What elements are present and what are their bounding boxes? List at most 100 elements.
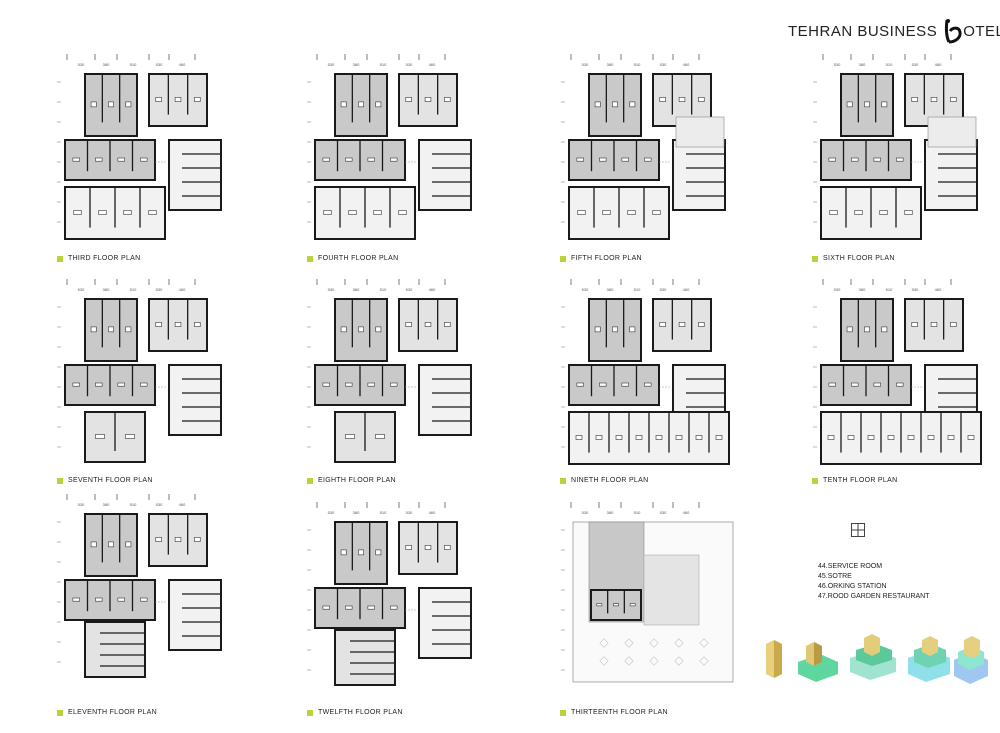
guest-rooms-north-west: [334, 521, 388, 585]
floor-plan-label-text: FIFTH FLOOR PLAN: [571, 255, 642, 262]
guest-rooms-north-west: [840, 73, 894, 137]
garden-table: [674, 638, 684, 648]
dimension-label: 460: [179, 502, 186, 507]
garden-table: [624, 638, 634, 648]
massing-model-4: [908, 636, 950, 682]
legend-item: 45.SOTRE: [818, 573, 852, 580]
guest-rooms-east-stack: [672, 139, 726, 211]
dimension-label: 530: [406, 287, 413, 292]
dimension-label: 530: [156, 502, 163, 507]
floor-plan-label: TWELFTH FLOOR PLAN: [307, 709, 403, 716]
room-legend: 44.SERVICE ROOM 45.SOTRE 46.ORKING STATI…: [818, 562, 930, 602]
label-marker-icon: [560, 477, 566, 484]
garden-table: [674, 656, 684, 666]
dimension-label: 510: [634, 510, 641, 515]
dimension-label: 510: [886, 62, 893, 67]
floor-plan-label-text: EIGHTH FLOOR PLAN: [318, 477, 396, 484]
garden-table: [599, 638, 609, 648]
garden-table: [649, 656, 659, 666]
title-text: TEHRAN BUSINESS: [788, 22, 938, 40]
massing-model-2: [798, 642, 838, 682]
dimension-label: 460: [935, 287, 942, 292]
dimension-label: 510: [380, 62, 387, 67]
legend-item: 47.ROOD GARDEN RESTAURANT: [818, 593, 930, 600]
dimension-label: 530: [156, 287, 163, 292]
guest-rooms-south-stack: [334, 629, 396, 686]
guest-rooms-north-west: [588, 298, 642, 362]
dimension-label: 380: [103, 62, 110, 67]
guest-rooms-east-stack: [418, 364, 472, 436]
dimension-label: 460: [935, 62, 942, 67]
title-text-end: OTEL: [963, 22, 1000, 40]
guest-rooms-north-west: [334, 73, 388, 137]
dimension-label: 530: [834, 287, 841, 292]
dimension-label: 530: [328, 287, 335, 292]
floor-plan-label: THIRTEENTH FLOOR PLAN: [560, 709, 668, 716]
dimension-label: 530: [912, 62, 919, 67]
dimension-label: 380: [859, 62, 866, 67]
service-core: [64, 139, 156, 181]
dimension-label: 460: [429, 510, 436, 515]
floor-plan-label-text: ELEVENTH FLOOR PLAN: [68, 709, 157, 716]
guest-rooms-south-full: [568, 411, 730, 465]
label-marker-icon: [560, 255, 566, 262]
guest-rooms-south: [314, 186, 416, 240]
suite-block-south: [84, 411, 146, 463]
label-marker-icon: [57, 477, 63, 484]
hotel-logo-icon: [945, 19, 962, 44]
legend-item: 44.SERVICE ROOM: [818, 563, 883, 570]
dimension-label: 380: [353, 62, 360, 67]
floor-plan-label: FIFTH FLOOR PLAN: [560, 255, 642, 262]
guest-rooms-north-west: [588, 73, 642, 137]
dimension-label: 380: [103, 287, 110, 292]
label-marker-icon: [560, 709, 566, 716]
dimension-label: 460: [179, 287, 186, 292]
service-core: [820, 364, 912, 406]
massing-models-illustration: [766, 634, 988, 684]
garden-table: [649, 638, 659, 648]
dimension-label: 380: [859, 287, 866, 292]
label-marker-icon: [307, 477, 313, 484]
guest-rooms-east-stack: [168, 364, 222, 436]
service-rooms: [590, 589, 642, 621]
guest-rooms-north-west: [84, 73, 138, 137]
dimension-label: 530: [660, 287, 667, 292]
dimension-label: 530: [406, 62, 413, 67]
garden-table: [699, 638, 709, 648]
service-core: [820, 139, 912, 181]
service-core: [64, 579, 156, 621]
dimension-label: 460: [683, 510, 690, 515]
dimension-label: 460: [179, 62, 186, 67]
dimension-label: 530: [660, 62, 667, 67]
massing-model-5: [954, 636, 988, 684]
guest-rooms-south-stack: [84, 621, 146, 678]
dimension-label: 460: [429, 287, 436, 292]
dimension-label: 380: [607, 287, 614, 292]
garden-table: [624, 656, 634, 666]
dimension-label: 530: [406, 510, 413, 515]
floor-plan-label: ELEVENTH FLOOR PLAN: [57, 709, 157, 716]
dimension-label: 380: [103, 502, 110, 507]
floor-plan-label-text: SEVENTH FLOOR PLAN: [68, 477, 153, 484]
label-marker-icon: [307, 709, 313, 716]
roof-terrace: [643, 554, 700, 626]
dimension-label: 530: [328, 510, 335, 515]
service-core: [314, 587, 406, 629]
dimension-label: 530: [582, 287, 589, 292]
